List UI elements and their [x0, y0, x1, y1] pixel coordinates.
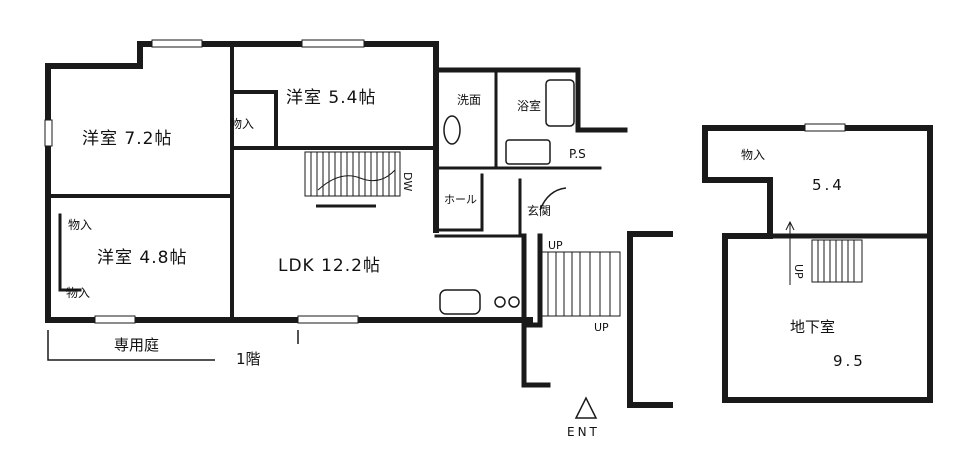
room-ldk: LDK 12.2帖 — [278, 256, 381, 276]
entrance-lower-wall — [521, 322, 551, 388]
up-label: UP — [548, 239, 563, 252]
window — [94, 315, 136, 324]
basement-room-95: 9.5 — [833, 352, 866, 370]
ent-triangle — [574, 396, 598, 419]
bath-north-wall — [433, 67, 581, 133]
window — [151, 39, 203, 48]
basement-room-54: 5.4 — [812, 176, 845, 194]
closet-label: 物入 — [68, 218, 93, 232]
private-garden-label: 専用庭 — [114, 336, 160, 354]
closet-label: 物入 — [230, 117, 255, 131]
up-label: UP — [594, 321, 609, 334]
basement-stair — [785, 220, 863, 285]
bathroom-label: 浴室 — [517, 99, 542, 113]
ps-label: P.S — [569, 147, 586, 161]
basement-stair-treads — [817, 240, 855, 282]
ent-label: ENT — [567, 425, 600, 439]
wall-54-south — [230, 90, 438, 150]
stove-burner — [494, 296, 506, 308]
basement-room-name: 地下室 — [790, 318, 836, 336]
bathtub — [545, 79, 575, 127]
entrance-wall — [521, 233, 543, 328]
garden-line — [47, 330, 215, 361]
kitchen-sink — [439, 289, 481, 315]
stair-treads — [310, 152, 396, 196]
north-wall — [45, 41, 439, 233]
basement-outer-wall — [702, 125, 933, 403]
basement-stair-box — [811, 239, 863, 283]
room-western-48: 洋室 4.8帖 — [97, 248, 188, 268]
window — [297, 315, 359, 324]
washbasin — [443, 115, 461, 145]
stove-burner — [508, 296, 520, 308]
door-swing — [539, 187, 567, 211]
window — [44, 119, 53, 147]
basement-up-label: UP — [792, 264, 805, 279]
room-western-54: 洋室 5.4帖 — [286, 88, 377, 108]
room-western-72: 洋室 7.2帖 — [82, 129, 173, 149]
hall-wall — [434, 173, 484, 232]
closet-label: 物入 — [66, 286, 91, 300]
closet-48 — [58, 213, 82, 292]
entrance-stair-treads — [547, 252, 611, 316]
basement-up-arrow — [785, 220, 795, 285]
entrance-stairs — [539, 251, 621, 317]
washroom-label: 洗面 — [457, 93, 482, 107]
outside-stair-wall — [627, 231, 673, 408]
stair-break-line — [317, 169, 396, 191]
walls — [45, 41, 933, 408]
window — [804, 123, 846, 132]
basement-closet-wall — [702, 125, 773, 239]
windows — [44, 39, 846, 324]
hall-label: ホール — [444, 193, 477, 206]
toilet — [505, 139, 551, 165]
window — [301, 39, 365, 48]
main-stair — [304, 151, 401, 208]
basement-closet-label: 物入 — [741, 148, 766, 162]
stair-dw-label: DW — [401, 172, 414, 192]
floor-label: 1階 — [236, 350, 261, 368]
markers — [47, 330, 598, 419]
entrance-label: 玄関 — [527, 204, 552, 218]
fixtures — [439, 79, 575, 315]
